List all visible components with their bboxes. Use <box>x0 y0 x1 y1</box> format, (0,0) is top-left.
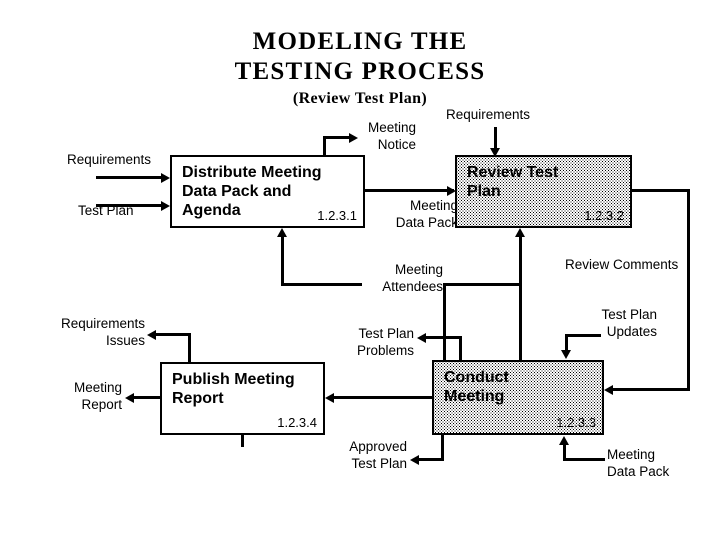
process-label-conduct-meeting: Conduct Meeting <box>444 369 509 405</box>
flow-label-approved-test-plan: Approved Test Plan <box>349 439 407 471</box>
connector-meeting-data-pack-out-vert <box>563 445 566 461</box>
connector-meeting-report-out <box>133 396 163 399</box>
arrowhead-requirements-in <box>161 172 170 183</box>
arrowhead-meeting-notice <box>349 132 358 143</box>
arrowhead-test-plan-updates <box>561 350 571 359</box>
connector-test-plan-problems-vert <box>459 336 462 362</box>
flow-label-meeting-notice: Meeting Notice <box>367 120 416 152</box>
process-box-conduct-meeting[interactable]: Conduct Meeting 1.2.3.3 <box>432 360 604 435</box>
connector-review-comments-bottom <box>612 388 690 391</box>
flow-label-meeting-data-pack-out: Meeting Data Pack <box>607 447 670 479</box>
connector-approved-test-plan-vert <box>441 434 444 461</box>
arrowhead-test-plan-problems <box>417 332 426 343</box>
page-title-line-1: MODELING THE <box>252 28 468 55</box>
connector-test-plan-updates-vert <box>565 334 568 352</box>
connector-requirements-issues-vert <box>188 333 191 365</box>
connector-meeting-attendees-vert <box>281 236 284 286</box>
connector-conduct-to-publish <box>333 396 433 399</box>
process-number-publish-report: 1.2.3.4 <box>277 415 317 430</box>
connector-review-comments-feed <box>443 283 521 286</box>
process-label-review-test-plan: Review Test Plan <box>467 164 559 200</box>
arrowhead-requirements-issues <box>147 329 156 340</box>
arrowhead-conduct-to-publish <box>325 392 334 403</box>
arrowhead-meeting-attendees <box>277 228 287 237</box>
process-number-distribute: 1.2.3.1 <box>317 208 357 223</box>
arrowhead-meeting-data-pack <box>447 185 456 196</box>
connector-requirements-in <box>96 176 162 179</box>
arrowhead-review-comments <box>604 384 613 395</box>
process-box-publish-report[interactable]: Publish Meeting Report 1.2.3.4 <box>160 362 325 435</box>
connector-meeting-notice-vert <box>323 136 326 158</box>
process-label-publish-report: Publish Meeting Report <box>172 371 295 407</box>
connector-meeting-attendees-horiz <box>281 283 362 286</box>
arrowhead-requirements-top <box>490 148 500 157</box>
connector-publish-report-bottom-stub <box>241 433 244 447</box>
process-number-review-test-plan: 1.2.3.2 <box>584 208 624 223</box>
flow-label-requirements-top: Requirements <box>446 107 531 122</box>
connector-meeting-data-pack-out-horiz <box>563 458 605 461</box>
connector-conduct-to-review <box>519 236 522 360</box>
flow-label-test-plan-updates: Test Plan Updates <box>601 307 657 339</box>
connector-review-comments-vert <box>687 189 690 390</box>
flow-label-test-plan-problems: Test Plan Problems <box>356 326 414 358</box>
flow-label-review-comments: Review Comments <box>565 257 679 272</box>
flow-label-requirements-in: Requirements <box>67 152 152 167</box>
connector-test-plan-updates-horiz <box>565 334 601 337</box>
connector-requirements-issues-horiz <box>155 333 191 336</box>
connector-meeting-notice-horiz <box>323 136 350 139</box>
process-number-conduct-meeting: 1.2.3.3 <box>556 415 596 430</box>
connector-approved-test-plan-horiz <box>418 458 444 461</box>
page-title-line-2: TESTING PROCESS <box>234 58 486 85</box>
arrowhead-test-plan-in <box>161 200 170 211</box>
arrowhead-meeting-data-pack-out <box>559 436 569 445</box>
connector-test-plan-in <box>96 204 162 207</box>
connector-review-comments-down <box>443 283 446 360</box>
process-label-distribute: Distribute Meeting Data Pack and Agenda <box>182 164 322 219</box>
flow-label-test-plan-in: Test Plan <box>78 203 134 218</box>
flow-label-meeting-attendees: Meeting Attendees <box>382 262 443 294</box>
process-box-distribute[interactable]: Distribute Meeting Data Pack and Agenda … <box>170 155 365 228</box>
connector-review-comments-top <box>630 189 690 192</box>
flow-label-requirements-issues: Requirements Issues <box>60 316 145 348</box>
flow-label-meeting-data-pack: Meeting Data Pack <box>395 198 458 230</box>
page-subtitle: (Review Test Plan) <box>292 90 428 107</box>
connector-requirements-top <box>494 127 497 150</box>
flow-label-meeting-report-out: Meeting Report <box>73 380 122 412</box>
process-box-review-test-plan[interactable]: Review Test Plan 1.2.3.2 <box>455 155 632 228</box>
arrowhead-conduct-to-review <box>515 228 525 237</box>
arrowhead-approved-test-plan <box>410 454 419 465</box>
arrowhead-meeting-report-out <box>125 392 134 403</box>
connector-meeting-data-pack <box>364 189 454 192</box>
connector-test-plan-problems-horiz <box>425 336 462 339</box>
